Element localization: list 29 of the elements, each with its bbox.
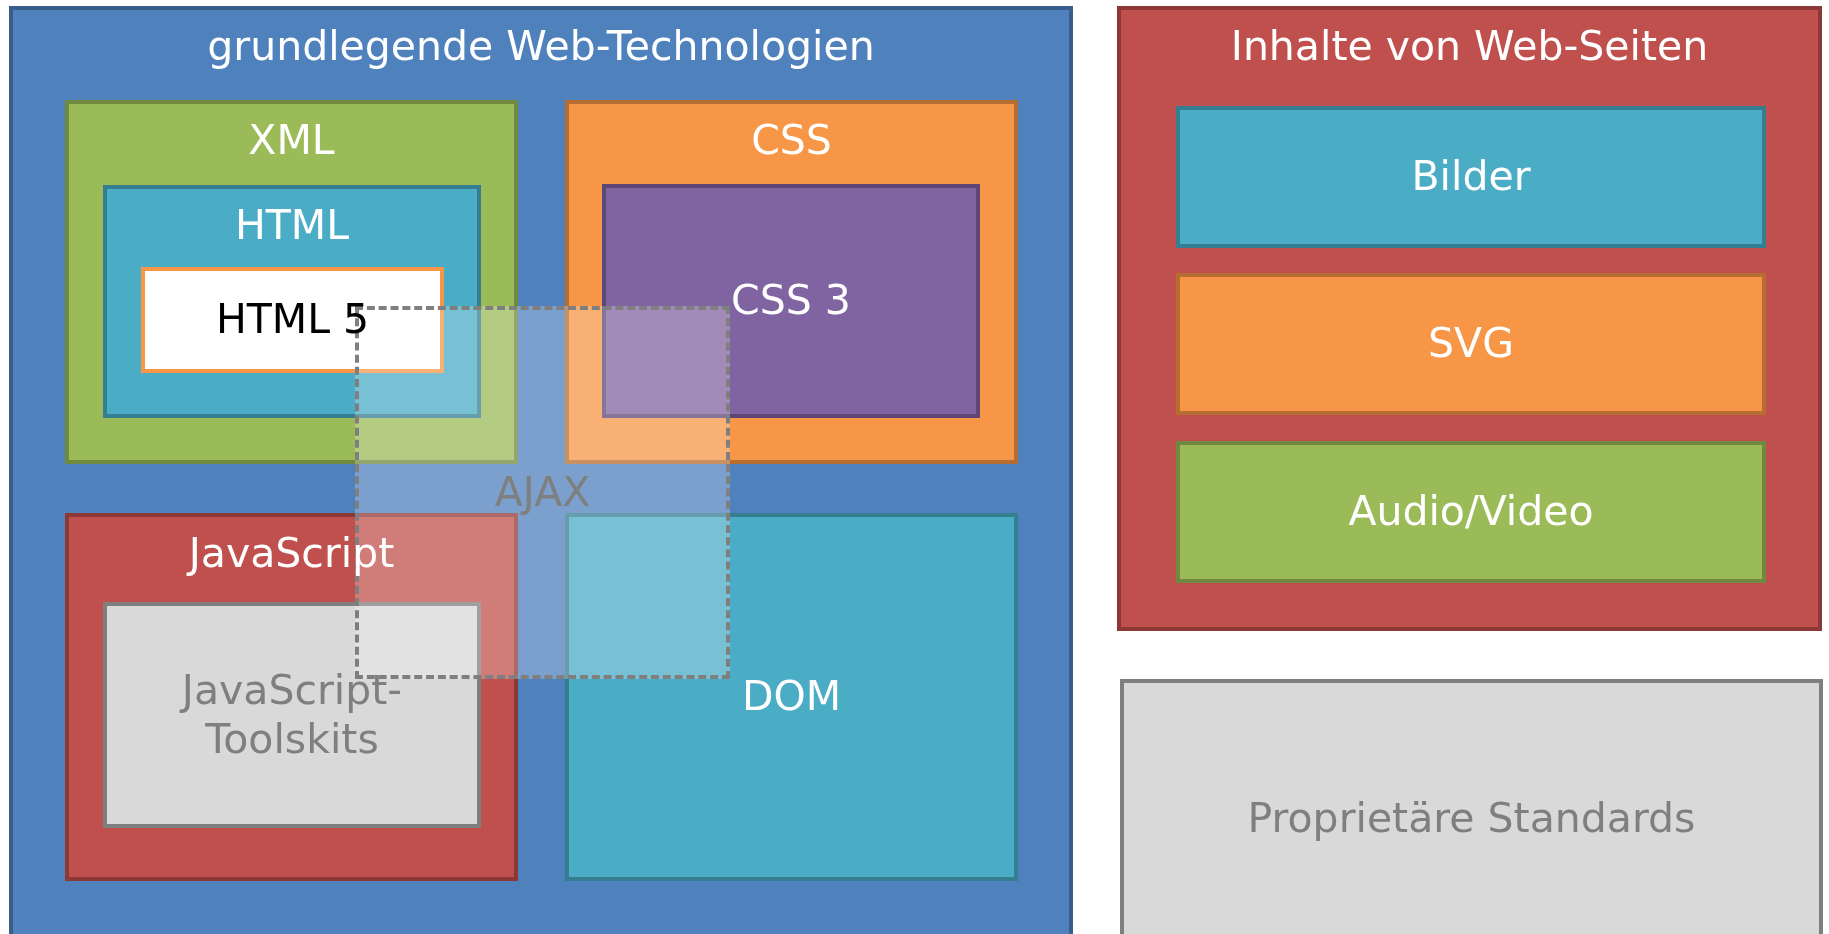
group-box — [565, 100, 1018, 464]
box-title: JavaScript — [188, 529, 395, 579]
box-label: Bilder — [1411, 152, 1531, 202]
box-title: XML — [248, 116, 335, 166]
box-title: CSS — [751, 116, 832, 166]
box-label: CSS 3 — [731, 276, 851, 326]
box-label: JavaScript-Toolskits — [178, 665, 404, 765]
item-box — [1176, 441, 1766, 583]
box-title: HTML — [234, 201, 350, 251]
group-box — [65, 100, 518, 464]
group-panel — [9, 6, 1073, 934]
item-box — [1120, 679, 1823, 934]
item-box — [565, 513, 1018, 881]
box-label: Proprietäre Standards — [1247, 794, 1696, 844]
group-box — [103, 185, 481, 418]
box-label: SVG — [1428, 319, 1514, 369]
item-box — [1176, 106, 1766, 248]
item-box — [103, 602, 481, 828]
panel-title: grundlegende Web-Technologien — [207, 22, 875, 72]
box-label: AJAX — [494, 467, 591, 518]
box-label: Audio/Video — [1348, 487, 1594, 537]
group-box — [65, 513, 518, 881]
group-panel — [1117, 6, 1822, 631]
box-label: DOM — [741, 672, 842, 722]
item-box — [141, 267, 444, 373]
item-box — [602, 184, 980, 418]
item-box — [1176, 273, 1766, 415]
box-label: HTML 5 — [215, 295, 370, 345]
panel-title: Inhalte von Web-Seiten — [1230, 22, 1709, 72]
